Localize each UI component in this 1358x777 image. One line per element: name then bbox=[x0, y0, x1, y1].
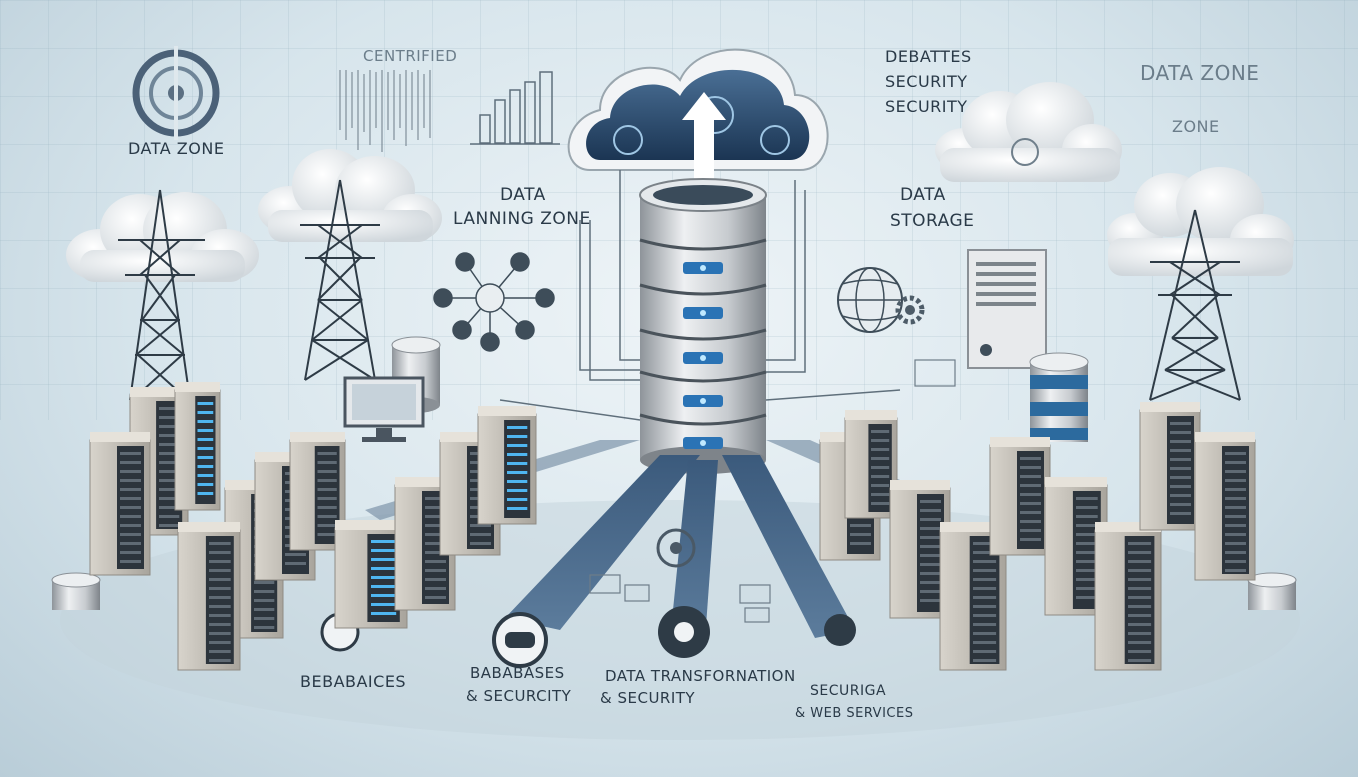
server-rack-icon bbox=[177, 522, 241, 671]
label-security-1: SECURITY bbox=[885, 72, 968, 91]
target-logo-icon bbox=[132, 46, 220, 140]
power-pylon-icon bbox=[1149, 209, 1241, 401]
label-security-2: SECURITY bbox=[885, 97, 968, 116]
label-data-zone-left: DATA ZONE bbox=[128, 139, 225, 158]
central-database-stack-icon bbox=[639, 178, 767, 474]
power-pylon-icon bbox=[300, 179, 380, 381]
label-securiga-1: SECURIGA bbox=[810, 683, 887, 699]
globe-icon bbox=[837, 267, 903, 333]
server-rack-icon bbox=[174, 382, 221, 511]
label-data-landing-2: LANNING ZONE bbox=[453, 209, 591, 229]
power-pylon-icon bbox=[118, 189, 205, 401]
barcode-sketch-icon bbox=[339, 70, 431, 152]
server-rack-icon bbox=[989, 437, 1051, 556]
network-hub-icon bbox=[433, 252, 555, 352]
server-rack-icon bbox=[477, 406, 537, 525]
gear-icon bbox=[895, 295, 925, 325]
label-centrified: CENTRIFIED bbox=[363, 47, 458, 65]
server-rack-icon bbox=[1094, 522, 1162, 671]
cloud-icon bbox=[935, 82, 1122, 182]
database-cylinder-icon bbox=[51, 572, 101, 610]
label-babbases-1: BABABASES bbox=[470, 664, 565, 682]
label-debattes: DEBATTES bbox=[885, 47, 972, 66]
label-data-landing-1: DATA bbox=[500, 185, 546, 205]
label-data-transform-1: DATA TRANSFORNATION bbox=[605, 667, 796, 685]
label-data-storage-2: STORAGE bbox=[890, 211, 975, 231]
workflow-sketch-icon bbox=[589, 359, 956, 623]
bar-chart-sketch-icon bbox=[470, 71, 560, 145]
server-racks bbox=[89, 382, 1256, 671]
label-data-transform-2: & SECURITY bbox=[600, 689, 696, 707]
label-bebabaices: BEBABAICES bbox=[300, 672, 407, 691]
monitor-icon bbox=[343, 376, 425, 442]
tower-server-icon bbox=[967, 249, 1047, 369]
server-rack-icon bbox=[289, 432, 346, 551]
label-babbases-2: & SECURCITY bbox=[466, 687, 572, 705]
server-rack-icon bbox=[889, 480, 951, 619]
server-rack-icon bbox=[89, 432, 151, 576]
server-rack-icon bbox=[1194, 432, 1256, 581]
cloud-icon bbox=[258, 149, 442, 242]
label-securiga-2: & WEB SERVICES bbox=[795, 706, 914, 721]
label-data-zone-right: DATA ZONE bbox=[1140, 61, 1260, 85]
connection-lines bbox=[499, 170, 901, 421]
server-rack-icon bbox=[844, 410, 898, 519]
label-zone-right: ZONE bbox=[1172, 117, 1220, 136]
database-cylinder-icon bbox=[1247, 572, 1297, 610]
label-data-storage-1: DATA bbox=[900, 185, 946, 205]
server-rack-icon bbox=[1139, 402, 1201, 531]
cloud-icon bbox=[1107, 167, 1294, 276]
database-cylinder-icon bbox=[1029, 352, 1089, 442]
